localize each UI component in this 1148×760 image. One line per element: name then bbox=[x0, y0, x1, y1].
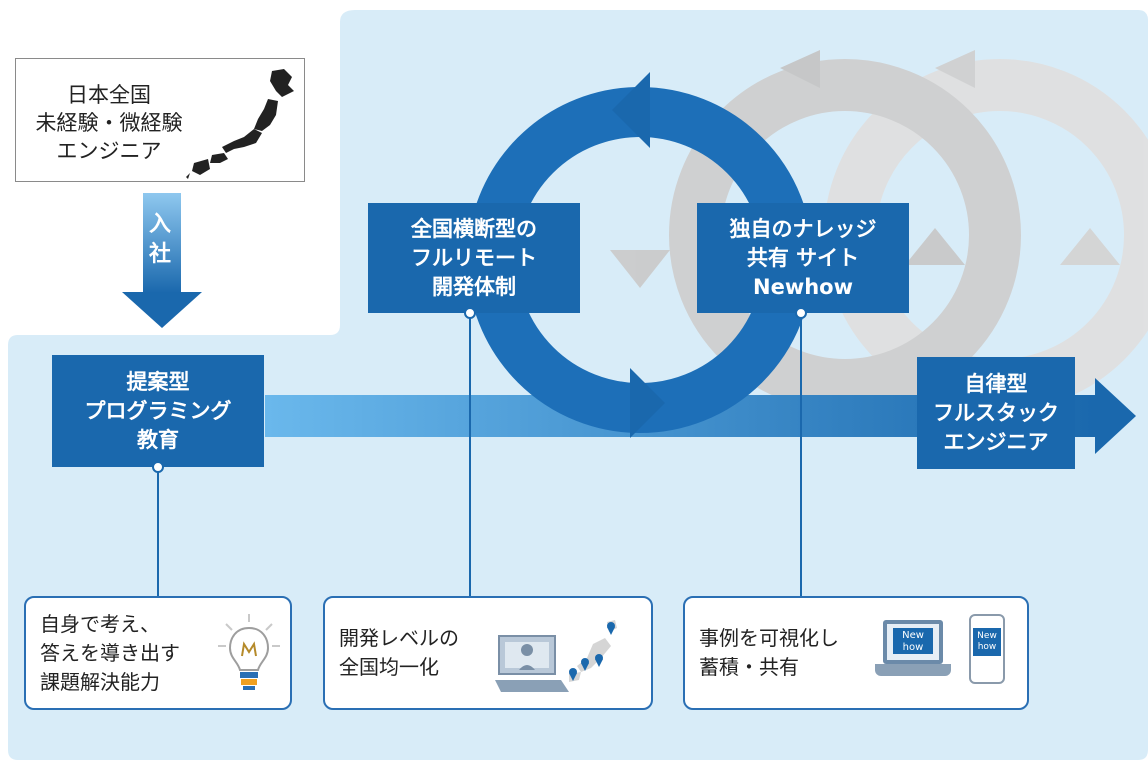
lightbulb-icon bbox=[218, 614, 280, 690]
join-label: 入 社 bbox=[140, 210, 180, 270]
education-box: 提案型 プログラミング 教育 bbox=[52, 355, 264, 467]
start-line-2: 未経験・微経験 bbox=[35, 111, 183, 135]
connector-dot-education bbox=[152, 461, 164, 473]
connector-line-dev bbox=[469, 313, 471, 597]
goal-box: 自律型 フルスタック エンジニア bbox=[917, 357, 1075, 469]
card-1-text: 自身で考え、 答えを導き出す 課題解決能力 bbox=[40, 610, 180, 697]
card-2-line-1: 開発レベルの bbox=[339, 626, 459, 650]
dev-system-line-3: 開発体制 bbox=[432, 274, 516, 299]
start-line-3: エンジニア bbox=[56, 139, 162, 163]
join-arrow-head bbox=[122, 292, 202, 328]
dev-system-line-1: 全国横断型の bbox=[411, 216, 537, 241]
card-problem-solving: 自身で考え、 答えを導き出す 課題解決能力 bbox=[24, 596, 292, 710]
start-line-1: 日本全国 bbox=[67, 83, 151, 107]
connector-line-knowledge bbox=[800, 313, 802, 597]
knowledge-line-3: Newhow bbox=[753, 274, 853, 299]
laptop-screen-label: New how bbox=[893, 628, 933, 654]
card-1-line-3: 課題解決能力 bbox=[40, 670, 160, 694]
card-2-line-2: 全国均一化 bbox=[339, 655, 439, 679]
card-3-line-2: 蓄積・共有 bbox=[699, 655, 799, 679]
card-dev-level: 開発レベルの 全国均一化 bbox=[323, 596, 653, 710]
card-case-sharing: 事例を可視化し 蓄積・共有 New how New how bbox=[683, 596, 1029, 710]
goal-line-1: 自律型 bbox=[964, 371, 1028, 396]
start-box: 日本全国 未経験・微経験 エンジニア bbox=[15, 58, 305, 182]
goal-line-3: エンジニア bbox=[943, 429, 1049, 454]
japan-map-icon bbox=[186, 69, 294, 179]
goal-line-2: フルスタック bbox=[933, 400, 1059, 425]
join-char-2: 社 bbox=[148, 242, 171, 267]
education-line-3: 教育 bbox=[137, 427, 179, 452]
main-arrow-head bbox=[1095, 378, 1136, 454]
join-arrow-shaft bbox=[143, 193, 181, 293]
remote-work-japan-map-icon bbox=[495, 620, 617, 692]
dev-system-line-2: フルリモート bbox=[411, 245, 537, 270]
connector-dot-dev bbox=[464, 307, 476, 319]
card-1-line-2: 答えを導き出す bbox=[40, 641, 180, 665]
dev-system-box: 全国横断型の フルリモート 開発体制 bbox=[368, 203, 580, 313]
education-line-2: プログラミング bbox=[84, 398, 232, 423]
card-1-line-1: 自身で考え、 bbox=[40, 612, 160, 636]
card-2-text: 開発レベルの 全国均一化 bbox=[339, 624, 459, 682]
card-3-text: 事例を可視化し 蓄積・共有 bbox=[699, 624, 839, 682]
laptop-icon: New how bbox=[875, 620, 951, 680]
education-line-1: 提案型 bbox=[126, 369, 190, 394]
phone-icon: New how bbox=[969, 614, 1005, 684]
phone-screen-label: New how bbox=[973, 628, 1001, 656]
knowledge-line-2: 共有 サイト bbox=[746, 245, 860, 270]
knowledge-box: 独自のナレッジ 共有 サイト Newhow bbox=[697, 203, 909, 313]
card-3-line-1: 事例を可視化し bbox=[699, 626, 839, 650]
connector-line-education bbox=[157, 467, 159, 597]
connector-dot-knowledge bbox=[795, 307, 807, 319]
start-text: 日本全国 未経験・微経験 エンジニア bbox=[34, 81, 184, 165]
join-char-1: 入 bbox=[148, 212, 171, 237]
knowledge-line-1: 独自のナレッジ bbox=[729, 216, 877, 241]
